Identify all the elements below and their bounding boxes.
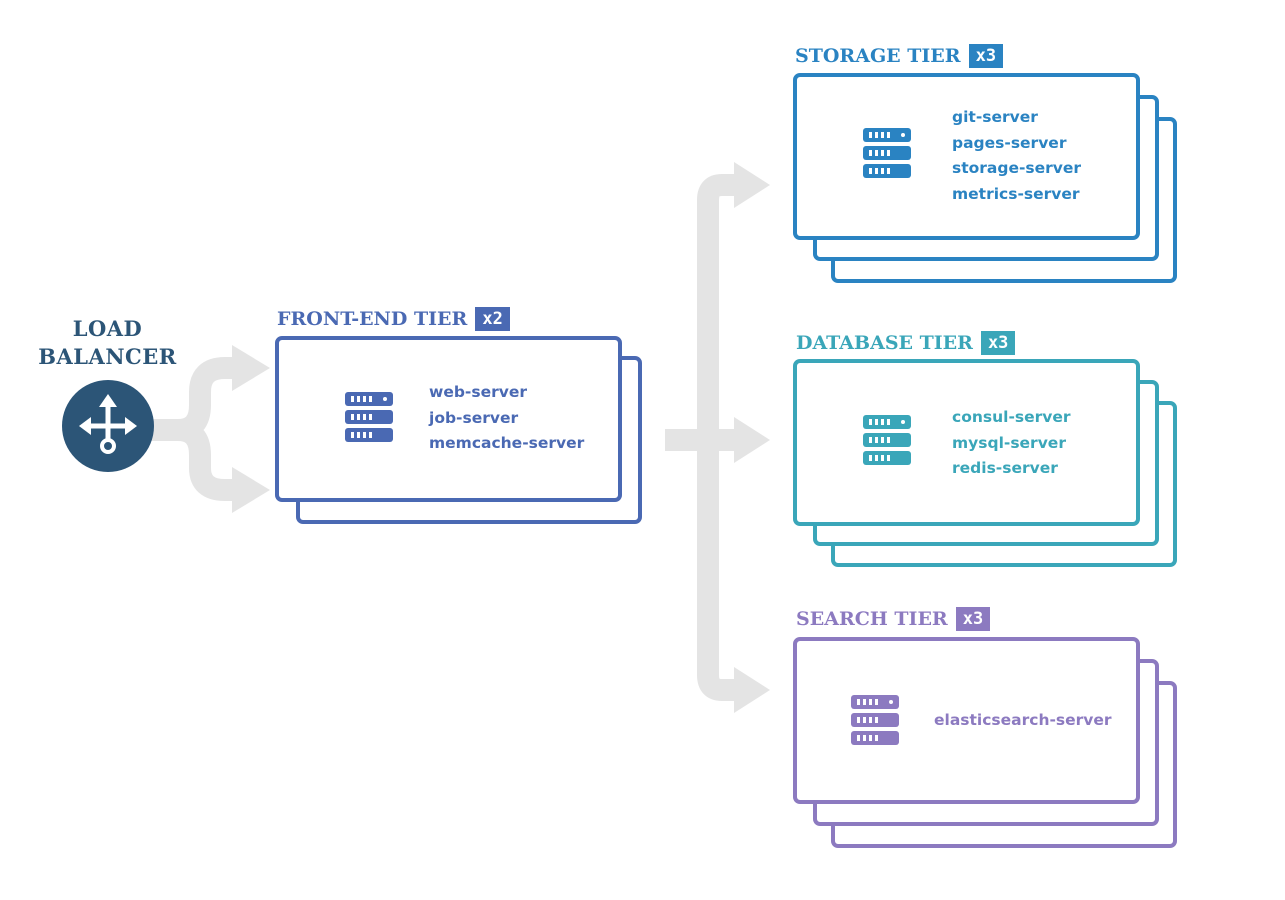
- load-balancer-label-line2: BALANCER: [38, 344, 177, 369]
- database-card: consul-server mysql-server redis-server: [793, 359, 1140, 526]
- server-name: pages-server: [952, 133, 1067, 152]
- server-name: consul-server: [952, 408, 1071, 426]
- database-tier-title: DATABASE TIER x3: [796, 330, 1016, 356]
- search-server-list: elasticsearch-server: [934, 708, 1112, 734]
- storage-tier-title: STORAGE TIER x3: [795, 43, 1004, 69]
- lb-connector-line-lower: [177, 419, 238, 501]
- move-arrows-icon: [79, 394, 137, 454]
- storage-tier-count-badge: x3: [968, 44, 1004, 68]
- arrow-head-storage: [734, 162, 770, 208]
- fe-connector-trunk: [697, 174, 740, 440]
- server-name: metrics-server: [952, 184, 1080, 203]
- server-name: git-server: [952, 108, 1038, 126]
- front-end-server-list: web-server job-server memcache-server: [429, 380, 584, 457]
- arrow-head-frontend-bottom: [232, 467, 270, 513]
- arrow-head-frontend-top: [232, 345, 270, 391]
- server-rack-icon: [863, 128, 911, 178]
- arrow-head-database: [734, 417, 770, 463]
- server-name: storage-server: [952, 159, 1082, 177]
- server-name: redis-server: [952, 459, 1058, 477]
- server-name: mysql-server: [952, 433, 1066, 452]
- front-end-card: web-server job-server memcache-server: [275, 336, 622, 502]
- front-end-tier-count-badge: x2: [475, 307, 510, 331]
- front-end-tier-title: FRONT-END TIER x2: [277, 306, 510, 332]
- server-rack-icon: [863, 415, 911, 465]
- arrow-head-search: [734, 667, 770, 713]
- database-server-list: consul-server mysql-server redis-server: [952, 405, 1071, 482]
- server-name: elasticsearch-server: [934, 711, 1112, 729]
- storage-card: git-server pages-server storage-server m…: [793, 73, 1140, 240]
- load-balancer-node: [62, 380, 154, 472]
- database-tier-count-badge: x3: [980, 331, 1016, 355]
- server-name: web-server: [429, 383, 528, 401]
- front-end-tier-name: FRONT-END TIER: [277, 308, 468, 330]
- fe-connector-trunk-lower: [697, 440, 740, 701]
- search-tier-count-badge: x3: [955, 607, 991, 631]
- load-balancer-label-line1: LOAD: [72, 316, 143, 341]
- server-name: job-server: [429, 408, 519, 427]
- lb-connector-line: [150, 357, 238, 441]
- storage-server-list: git-server pages-server storage-server m…: [952, 105, 1081, 207]
- search-tier-name: SEARCH TIER: [796, 608, 948, 630]
- server-name: memcache-server: [429, 434, 585, 452]
- server-rack-icon: [851, 695, 899, 745]
- server-rack-icon: [345, 392, 393, 442]
- search-tier-title: SEARCH TIER x3: [796, 606, 991, 632]
- load-balancer-label: LOAD BALANCER: [30, 315, 185, 371]
- database-tier-name: DATABASE TIER: [796, 332, 973, 354]
- storage-tier-name: STORAGE TIER: [795, 45, 961, 67]
- search-card: elasticsearch-server: [793, 637, 1140, 804]
